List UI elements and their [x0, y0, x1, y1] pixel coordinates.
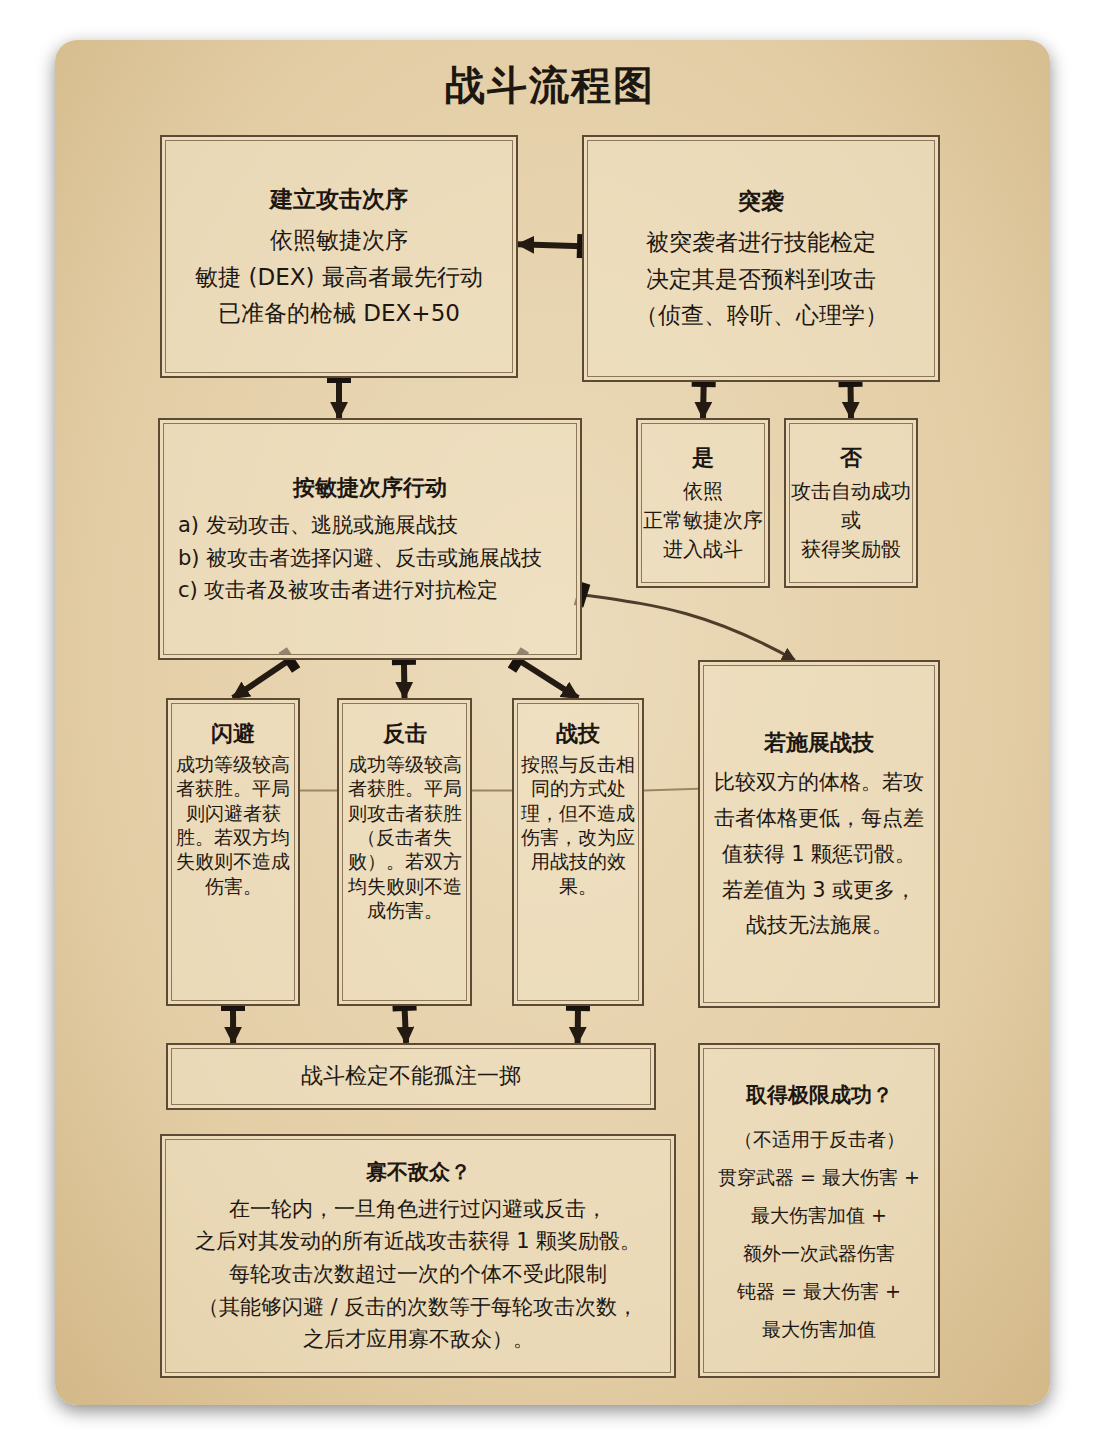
box-heading: 若施展战技: [712, 724, 926, 761]
box-text: 每轮攻击次数超过一次的个体不受此限制: [174, 1258, 662, 1291]
flow-box: 否攻击自动成功 或 获得奖励骰: [784, 418, 918, 588]
connector-line: [230, 1006, 236, 1043]
box-text: 已准备的枪械 DEX+50: [172, 295, 506, 332]
box-text: 战斗检定不能孤注一掷: [178, 1061, 644, 1092]
box-text: 贯穿武器 = 最大伤害 +: [710, 1158, 928, 1196]
connector-line: [518, 660, 578, 698]
box-text: （侦查、聆听、心理学）: [594, 297, 928, 334]
connector-line: [472, 789, 512, 791]
connector: [518, 234, 587, 258]
connector-line: [300, 789, 337, 791]
flow-box: 取得极限成功？ （不适用于反击者）贯穿武器 = 最大伤害 +最大伤害加值 +额外一…: [698, 1043, 940, 1378]
box-text: 之后对其发动的所有近战攻击获得 1 颗奖励骰。: [174, 1225, 662, 1258]
connector: [327, 373, 351, 418]
connector-line: [518, 244, 582, 246]
flow-box: 若施展战技比较双方的体格。若攻击者体格更低，每点差值获得 1 颗惩罚骰。若差值为…: [698, 660, 940, 1008]
connector: [692, 377, 716, 418]
connector: [838, 377, 862, 418]
box-text: 之后才应用寡不敌众）。: [174, 1323, 662, 1356]
box-heading: 是: [642, 442, 764, 474]
box-heading: 取得极限成功？: [710, 1074, 928, 1116]
connector-line: [848, 382, 855, 418]
box-text: 成功等级较高者获胜。平局则攻击者获胜（反击者失败）。若双方均失败则不造成伤害。: [344, 752, 465, 922]
connector: [574, 582, 795, 660]
box-text: b) 被攻击者选择闪避、反击或施展战技: [178, 542, 562, 575]
connector-line: [575, 1006, 581, 1043]
box-heading: 否: [790, 442, 912, 474]
box-text: 成功等级较高者获胜。平局则闪避者获胜。若双方均失败则不造成伤害。: [173, 752, 293, 898]
connector: [392, 1000, 416, 1043]
box-text: 最大伤害加值: [710, 1310, 928, 1348]
connector-line: [582, 595, 795, 660]
box-heading: 战技: [519, 720, 637, 748]
connector: [644, 789, 698, 791]
box-heading: 闪避: [173, 720, 293, 748]
box-text: （不适用于反击者）: [710, 1120, 928, 1158]
box-heading: 寡不敌众？: [174, 1156, 662, 1189]
box-text: 按照与反击相同的方式处理，但不造成伤害，改为应用战技的效果。: [519, 752, 637, 898]
box-heading: 建立攻击次序: [172, 181, 506, 218]
flow-box: 是依照 正常敏捷次序 进入战斗: [636, 418, 770, 588]
diagram-title: 战斗流程图: [0, 58, 1100, 113]
connector: [472, 790, 512, 791]
connector-line: [405, 1006, 407, 1043]
box-heading: 按敏捷次序行动: [178, 471, 562, 505]
box-text: 被突袭者进行技能检定: [594, 224, 928, 261]
flow-box: 反击成功等级较高者获胜。平局则攻击者获胜（反击者失败）。若双方均失败则不造成伤害…: [337, 698, 472, 1006]
connector-line: [401, 660, 408, 698]
connector: [392, 655, 416, 698]
box-text: 额外一次武器伤害: [710, 1234, 928, 1272]
box-text: 依照敏捷次序: [172, 222, 506, 259]
box-heading: 突袭: [594, 183, 928, 220]
box-text: a) 发动攻击、逃脱或施展战技: [178, 509, 562, 542]
box-text: 攻击自动成功 或 获得奖励骰: [790, 477, 912, 564]
connector-line: [700, 382, 707, 418]
box-text: （其能够闪避 / 反击的次数等于每轮攻击次数，: [174, 1291, 662, 1324]
connector-line: [233, 660, 289, 698]
connector: [221, 1001, 245, 1043]
flow-box: 突袭被突袭者进行技能检定决定其是否预料到攻击（侦查、聆听、心理学）: [582, 135, 940, 382]
flow-box: 战斗检定不能孤注一掷: [166, 1043, 656, 1110]
flow-box: 闪避成功等级较高者获胜。平局则闪避者获胜。若双方均失败则不造成伤害。: [166, 698, 300, 1006]
connector-line: [644, 789, 698, 791]
connector: [566, 1001, 590, 1043]
connector: [300, 790, 337, 791]
box-text: 比较双方的体格。若攻击者体格更低，每点差值获得 1 颗惩罚骰。若差值为 3 或更…: [712, 765, 926, 943]
box-text: 钝器 = 最大伤害 +: [710, 1272, 928, 1310]
box-text: 敏捷 (DEX) 最高者最先行动: [172, 259, 506, 296]
box-text: 在一轮内，一旦角色进行过闪避或反击，: [174, 1193, 662, 1226]
flow-box: 寡不敌众？ 在一轮内，一旦角色进行过闪避或反击，之后对其发动的所有近战攻击获得 1…: [160, 1134, 676, 1378]
box-text: 决定其是否预料到攻击: [594, 261, 928, 298]
box-text: 最大伤害加值 +: [710, 1196, 928, 1234]
box-text: c) 攻击者及被攻击者进行对抗检定: [178, 574, 562, 607]
flow-box: 战技按照与反击相同的方式处理，但不造成伤害，改为应用战技的效果。: [512, 698, 644, 1006]
connector-line: [336, 378, 342, 418]
box-heading: 反击: [344, 720, 465, 748]
box-text: 依照 正常敏捷次序 进入战斗: [642, 477, 764, 564]
flow-box: 建立攻击次序依照敏捷次序敏捷 (DEX) 最高者最先行动已准备的枪械 DEX+5…: [160, 135, 518, 378]
flow-box: 按敏捷次序行动 a) 发动攻击、逃脱或施展战技b) 被攻击者选择闪避、反击或施展战…: [158, 418, 582, 660]
